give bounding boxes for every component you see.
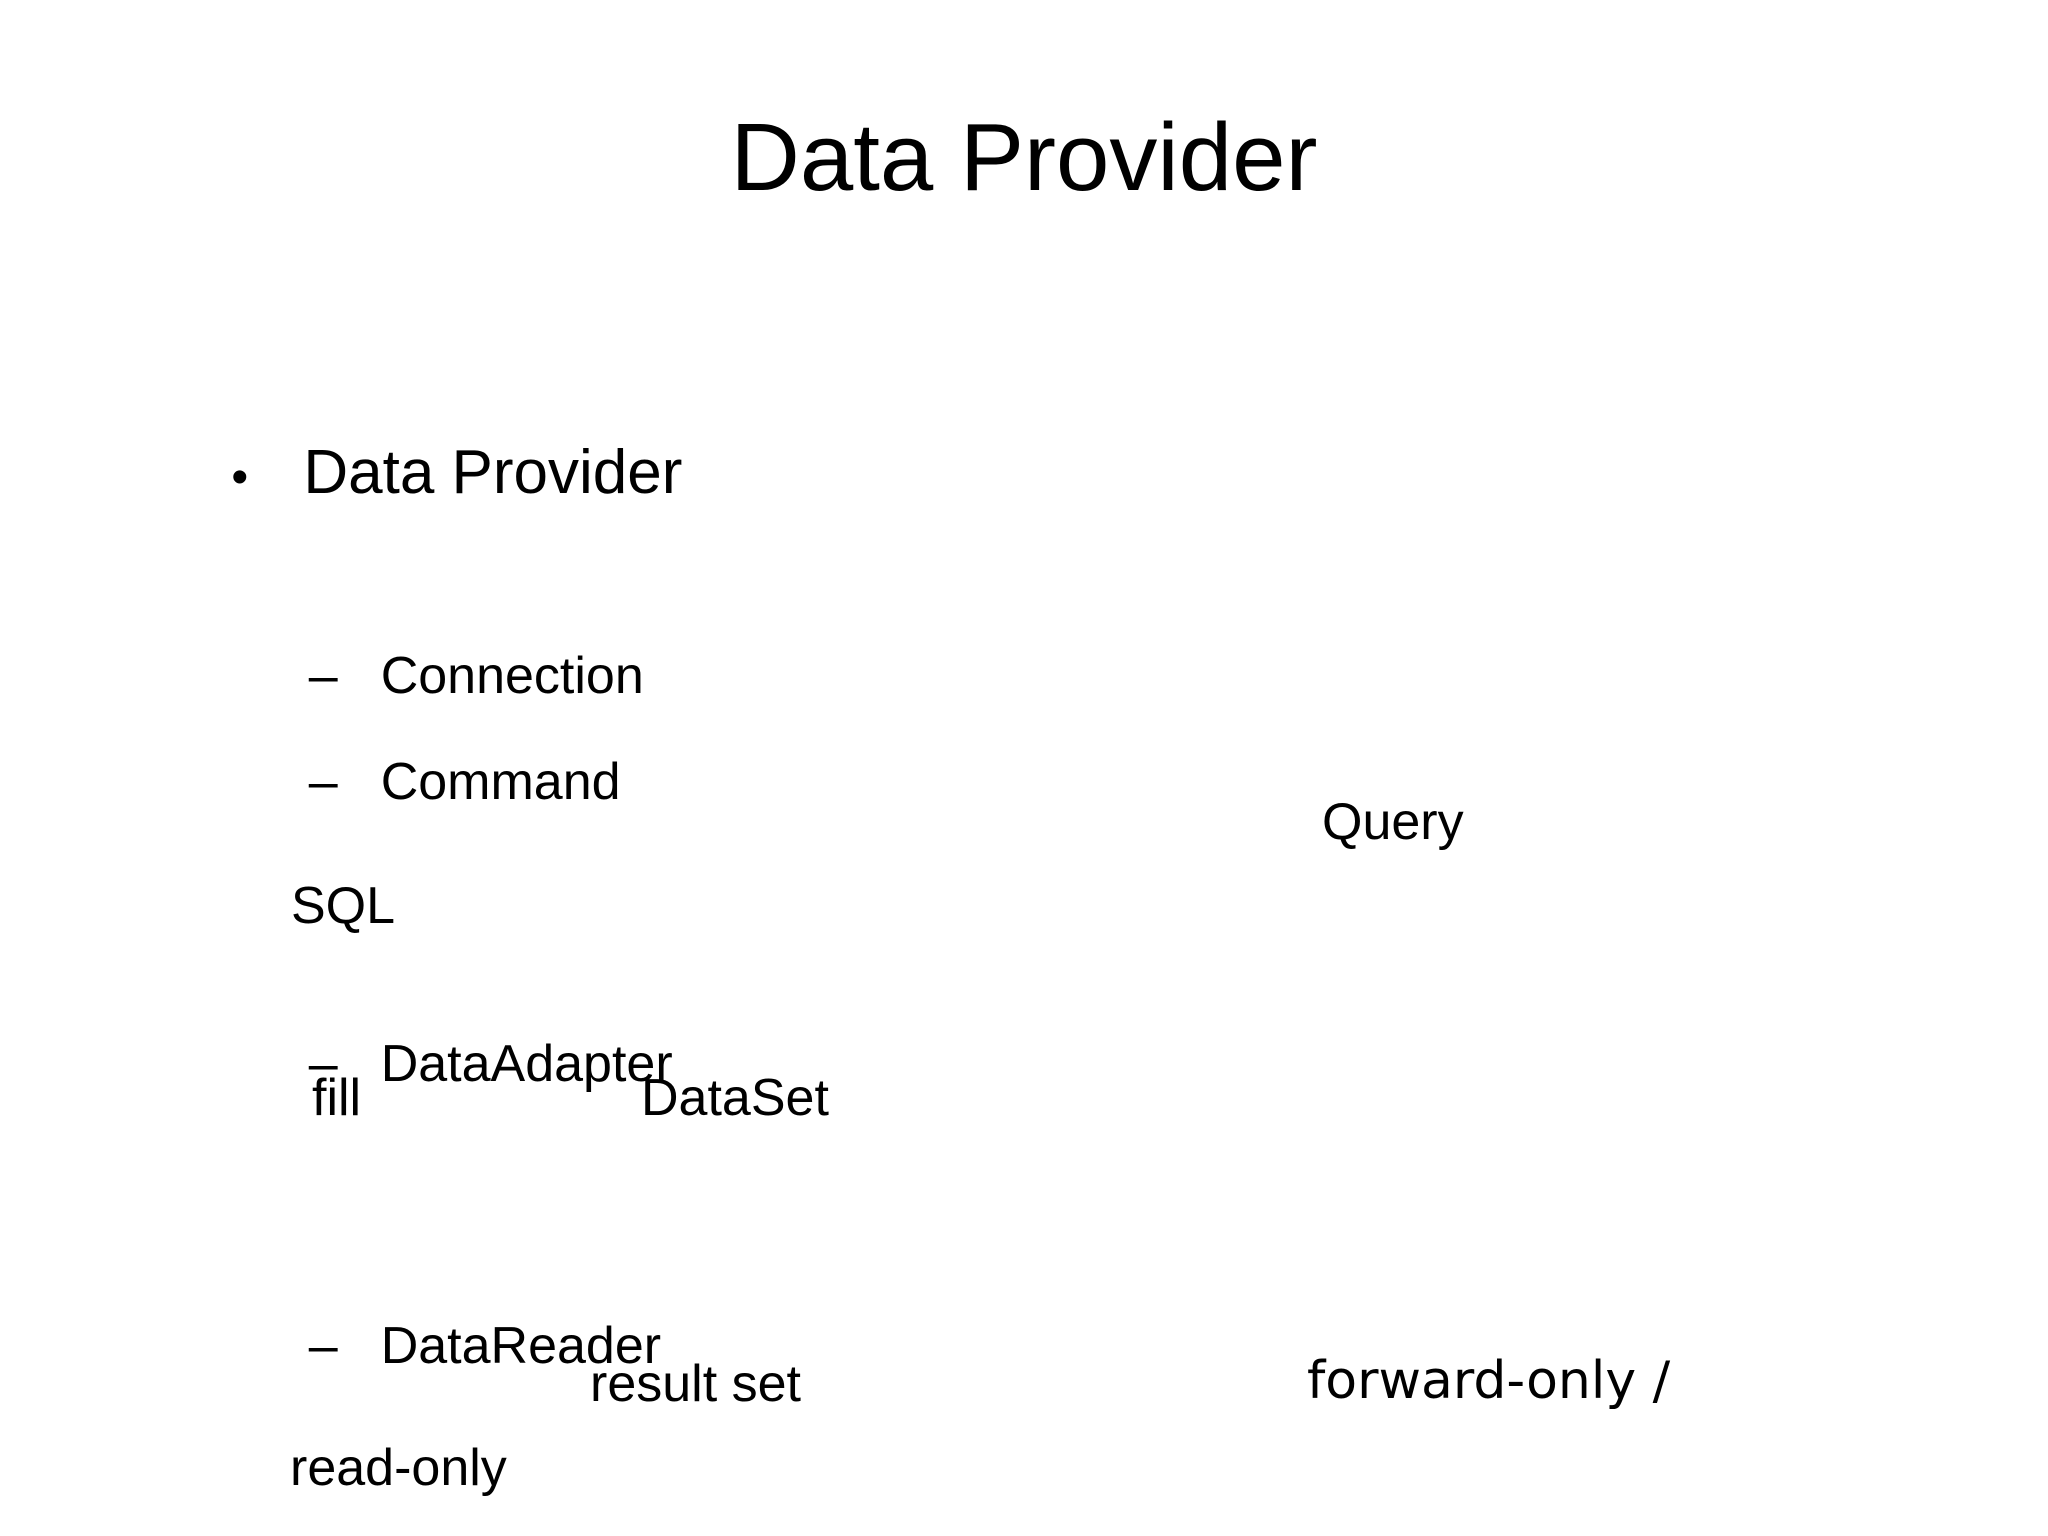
fragment-result-set: result set xyxy=(590,1355,801,1413)
sub-item-label-command: Command xyxy=(380,753,621,811)
fragment-query: Query xyxy=(1322,793,1464,851)
dash-bullet-icon: – xyxy=(308,1035,338,1093)
slide-title: Data Provider xyxy=(730,104,1318,211)
dash-bullet-icon: – xyxy=(308,753,338,811)
fragment-fill: fill xyxy=(312,1069,362,1127)
bullet-label-data-provider: Data Provider xyxy=(303,438,683,507)
fragment-dataset: DataSet xyxy=(641,1069,829,1127)
fragment-sql: SQL xyxy=(291,877,396,935)
sub-item-label-datareader: DataReader xyxy=(380,1317,662,1375)
sub-item-command: –Command xyxy=(222,704,1922,860)
sub-item-dataadapter: –DataAdapter xyxy=(222,986,1922,1142)
sub-item-label-dataadapter: DataAdapter xyxy=(380,1035,673,1093)
sub-item-datareader: –DataReader xyxy=(222,1268,1922,1424)
dash-bullet-icon: – xyxy=(308,647,338,705)
sub-item-connection: –Connection xyxy=(222,598,1922,754)
dash-bullet-icon: – xyxy=(308,1317,338,1375)
sub-item-label-connection: Connection xyxy=(380,647,644,705)
fragment-read-only: read-only xyxy=(290,1439,507,1497)
fragment-forward-only: forward-only / xyxy=(1307,1351,1671,1411)
bullet-item-data-provider: • Data Provider xyxy=(128,380,1928,566)
bullet-dot-icon: • xyxy=(231,451,249,504)
